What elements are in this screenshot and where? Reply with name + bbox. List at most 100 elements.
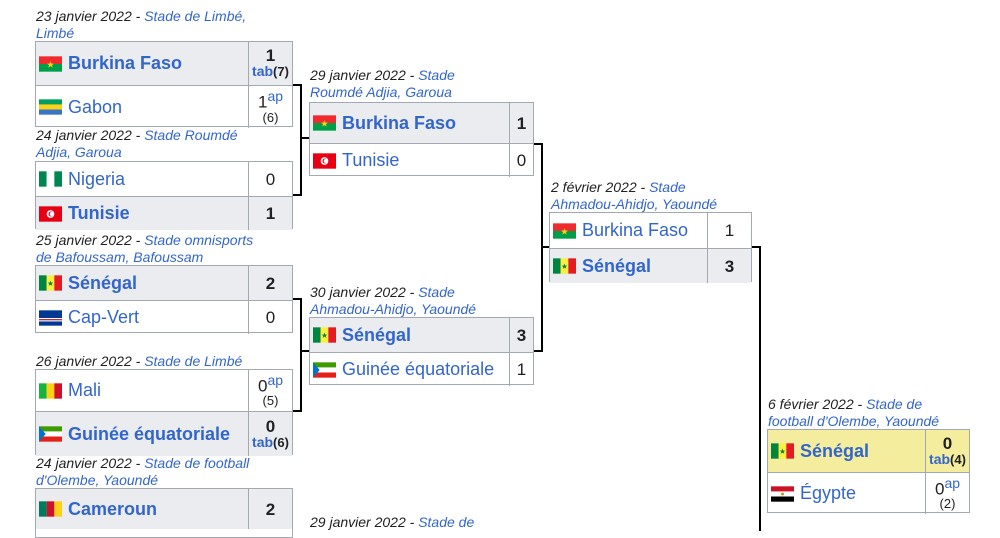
bracket-connector	[534, 350, 543, 352]
team-row: Égypte 0ap (2)	[768, 472, 969, 514]
equatorial-guinea-flag-icon	[39, 426, 62, 442]
match-box: Mali 0ap (5) Guinée équatoriale 0 tab(6)	[35, 369, 293, 456]
team-name[interactable]: Gabon	[36, 97, 248, 118]
team-name[interactable]: Sénégal	[550, 256, 707, 277]
tunisia-flag-icon	[39, 205, 62, 222]
team-name[interactable]: Burkina Faso	[310, 113, 509, 134]
team-name[interactable]: Guinée équatoriale	[310, 359, 509, 380]
team-row: Gabon 1ap (6)	[36, 85, 292, 128]
bracket-connector	[541, 246, 550, 248]
gabon-flag-icon	[39, 99, 62, 115]
team-name[interactable]: Cap-Vert	[36, 307, 248, 328]
team-row: Guinée équatoriale 0 tab(6)	[36, 411, 292, 456]
team-row: Nigeria 0	[36, 162, 292, 196]
team-score: 1ap (6)	[248, 86, 292, 128]
burkina-faso-flag-icon	[553, 222, 576, 239]
team-score: 1	[707, 213, 751, 248]
bracket-connector	[534, 143, 543, 145]
team-row: Cap-Vert 0	[36, 300, 292, 334]
team-name[interactable]: Sénégal	[310, 325, 509, 346]
team-score: 1	[509, 353, 533, 386]
team-score: 0ap (5)	[248, 370, 292, 411]
venue-link[interactable]: Stade de Limbé,Limbé	[36, 8, 247, 41]
burkina-faso-flag-icon	[313, 115, 336, 131]
team-score: 1	[248, 197, 292, 230]
match-box: Sénégal 3 Guinée équatoriale 1	[309, 317, 534, 386]
senegal-flag-icon	[771, 443, 794, 459]
bracket-connector	[300, 298, 302, 412]
bracket-connector	[300, 84, 302, 196]
team-row: Burkina Faso 1	[310, 103, 533, 143]
team-score: 0ap (2)	[925, 473, 969, 514]
match-box: Sénégal 0 tab(4) Égypte 0ap (2)	[767, 429, 970, 514]
team-name[interactable]: Tunisie	[36, 203, 248, 224]
team-score: 1	[509, 103, 533, 143]
senegal-flag-icon	[553, 258, 576, 274]
team-score: 2	[248, 266, 292, 300]
team-name[interactable]: Burkina Faso	[550, 220, 707, 241]
team-row: Guinée équatoriale 1	[310, 352, 533, 386]
team-score: 0	[509, 144, 533, 177]
team-score: 3	[509, 318, 533, 352]
team-score: 0 tab(4)	[925, 430, 969, 472]
bracket-connector	[293, 410, 302, 412]
team-row: Tunisie 0	[310, 143, 533, 177]
team-name[interactable]: Burkina Faso	[36, 53, 248, 74]
senegal-flag-icon	[313, 327, 336, 343]
team-score: 2	[248, 489, 292, 529]
team-row: Burkina Faso 1	[550, 213, 751, 248]
team-row: Sénégal 0 tab(4)	[768, 430, 969, 472]
venue-link[interactable]: Stade de	[418, 514, 475, 530]
team-name[interactable]: Sénégal	[768, 441, 925, 462]
team-row: Burkina Faso 1 tab(7)	[36, 42, 292, 85]
match-box: Burkina Faso 1 Tunisie 0	[309, 102, 534, 177]
team-name[interactable]: Sénégal	[36, 273, 248, 294]
team-row: Tunisie 1	[36, 196, 292, 230]
team-name[interactable]: Cameroun	[36, 499, 248, 520]
team-score: 3	[707, 249, 751, 283]
match-box: Burkina Faso 1 Sénégal 3	[549, 212, 752, 283]
venue-link[interactable]: Stade de Limbé	[144, 353, 243, 369]
team-row: Sénégal 3	[310, 318, 533, 352]
team-row: Mali 0ap (5)	[36, 370, 292, 411]
bracket-connector	[300, 350, 309, 352]
team-row: Sénégal 3	[550, 248, 751, 283]
team-name[interactable]: Tunisie	[310, 150, 509, 171]
team-name[interactable]: Mali	[36, 380, 248, 401]
bracket-connector	[759, 246, 761, 531]
team-row: Cameroun 2	[36, 489, 292, 529]
team-name[interactable]: Guinée équatoriale	[36, 424, 248, 445]
team-score: 0	[248, 301, 292, 334]
team-name[interactable]: Nigeria	[36, 169, 248, 190]
match-box: Nigeria 0 Tunisie 1	[35, 161, 293, 230]
match-date: 29 janvier 2022 - Stade de	[310, 514, 475, 530]
senegal-flag-icon	[39, 275, 62, 291]
match-box: Burkina Faso 1 tab(7) Gabon 1ap (6)	[35, 41, 293, 128]
team-score: 1 tab(7)	[248, 42, 292, 85]
cameroon-flag-icon	[39, 501, 62, 517]
team-score: 0 tab(6)	[248, 412, 292, 456]
team-name[interactable]: Égypte	[768, 483, 925, 504]
cape-verde-flag-icon	[39, 309, 62, 326]
match-date: 26 janvier 2022 - Stade de Limbé	[36, 353, 243, 369]
tab-link[interactable]: tab	[252, 63, 274, 79]
bracket-connector	[293, 84, 302, 86]
tunisia-flag-icon	[313, 152, 336, 169]
match-box: Sénégal 2 Cap-Vert 0	[35, 265, 293, 334]
bracket-connector	[293, 298, 302, 300]
bracket-connector	[300, 137, 309, 139]
